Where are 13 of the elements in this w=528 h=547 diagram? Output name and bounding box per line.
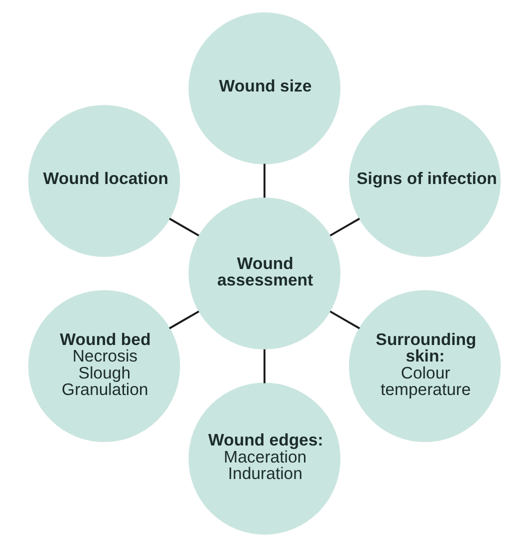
node-circle: Wound size <box>188 12 340 164</box>
node-circle: Signs of infection <box>348 104 500 257</box>
connector <box>263 349 265 384</box>
connector <box>168 218 199 236</box>
connector <box>329 310 360 330</box>
node-circle: Wound location <box>28 104 180 257</box>
node-circle: Surrounding skin: Colour temperature <box>348 290 500 442</box>
node-circle: Wound assessment <box>188 198 340 350</box>
node-circle: Wound bed Necrosis Slough Granulation <box>28 290 180 442</box>
connector <box>263 164 265 198</box>
node-circle: Wound edges: Maceration Induration <box>188 382 340 535</box>
connector <box>329 218 360 236</box>
connector <box>168 310 199 330</box>
